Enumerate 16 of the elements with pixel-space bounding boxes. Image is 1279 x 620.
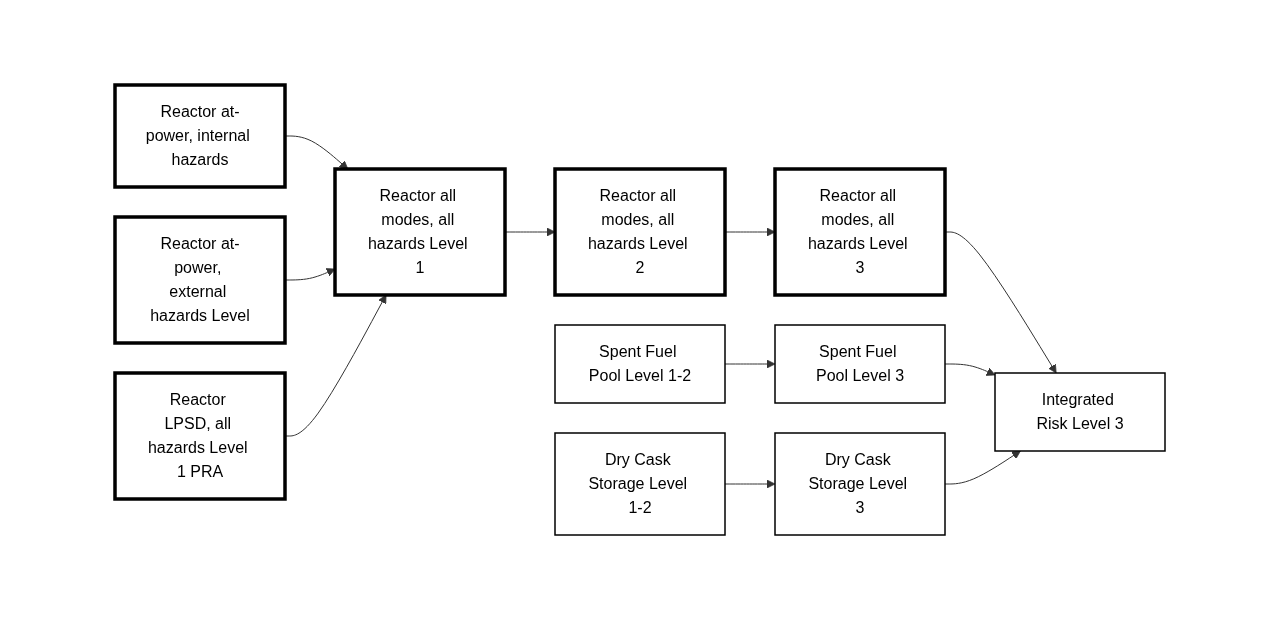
node-box: Integrated Risk Level 3 [993, 372, 1166, 452]
arrow [724, 359, 775, 369]
arrow [724, 479, 775, 489]
arrow [944, 363, 995, 376]
node-box: Reactor all modes, all hazards Level 1 [332, 167, 507, 297]
node-box: Reactor at-power, external hazards Level [112, 215, 287, 345]
node-box: Reactor LPSD, all hazards Level 1 PRA [112, 371, 287, 501]
node-box: Spent Fuel Pool Level 3 [773, 324, 946, 404]
node-box: Dry Cask Storage Level 1-2 [553, 432, 726, 536]
node-box: Reactor all modes, all hazards Level 3 [772, 167, 947, 297]
node-box: Reactor all modes, all hazards Level 2 [552, 167, 727, 297]
node-box: Dry Cask Storage Level 3 [773, 432, 946, 536]
arrow [944, 450, 1021, 485]
node-box: Spent Fuel Pool Level 1-2 [553, 324, 726, 404]
arrow [944, 231, 1057, 374]
node-box: Reactor at-power, internal hazards [112, 83, 287, 189]
